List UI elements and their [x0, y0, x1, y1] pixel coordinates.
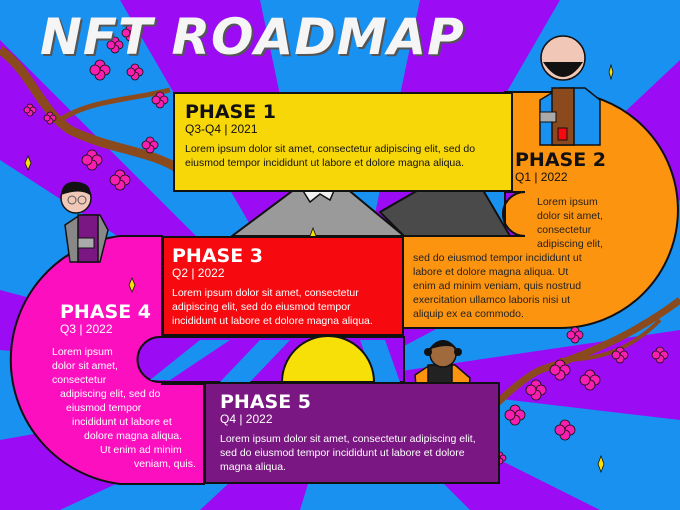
sun	[280, 335, 376, 383]
page-title: NFT ROADMAP	[40, 8, 465, 66]
phase-5-label: PHASE 5	[220, 391, 312, 413]
phase-3-date: Q2 | 2022	[172, 266, 225, 280]
phase-4-date: Q3 | 2022	[60, 322, 113, 336]
barista-man	[539, 35, 601, 146]
phase-1-date: Q3-Q4 | 2021	[185, 122, 258, 136]
phase-4-header: PHASE 4 Q3 | 2022	[60, 302, 151, 336]
phase-2-date: Q1 | 2022	[515, 170, 568, 184]
phase-2-body: Lorem ipsum dolor sit amet, consectetur …	[413, 196, 603, 320]
phase-1-label: PHASE 1	[185, 101, 277, 123]
phase-5-card: PHASE 5 Q4 | 2022 Lorem ipsum dolor sit …	[204, 382, 500, 484]
phase-2-label: PHASE 2	[515, 149, 607, 171]
phase-3-body: Lorem ipsum dolor sit amet, consectetur …	[172, 287, 373, 327]
phase-5-date: Q4 | 2022	[220, 412, 273, 426]
phase2-shape	[401, 91, 679, 329]
phase-1-body: Lorem ipsum dolor sit amet, consectetur …	[185, 143, 476, 169]
branch-left	[0, 46, 183, 174]
phase-4-body: Lorem ipsum dolor sit amet, consectetur …	[52, 346, 196, 470]
phase-1-card: PHASE 1 Q3-Q4 | 2021 Lorem ipsum dolor s…	[173, 92, 513, 192]
phase-3-card: PHASE 3 Q2 | 2022 Lorem ipsum dolor sit …	[162, 236, 404, 336]
sparkle	[608, 63, 614, 81]
phase-3-label: PHASE 3	[172, 245, 264, 267]
phase-5-body: Lorem ipsum dolor sit amet, consectetur …	[220, 433, 476, 473]
phase-4-label: PHASE 4	[60, 301, 152, 323]
barista-boy	[60, 181, 109, 263]
phase-2-header: PHASE 2 Q1 | 2022	[515, 150, 606, 184]
